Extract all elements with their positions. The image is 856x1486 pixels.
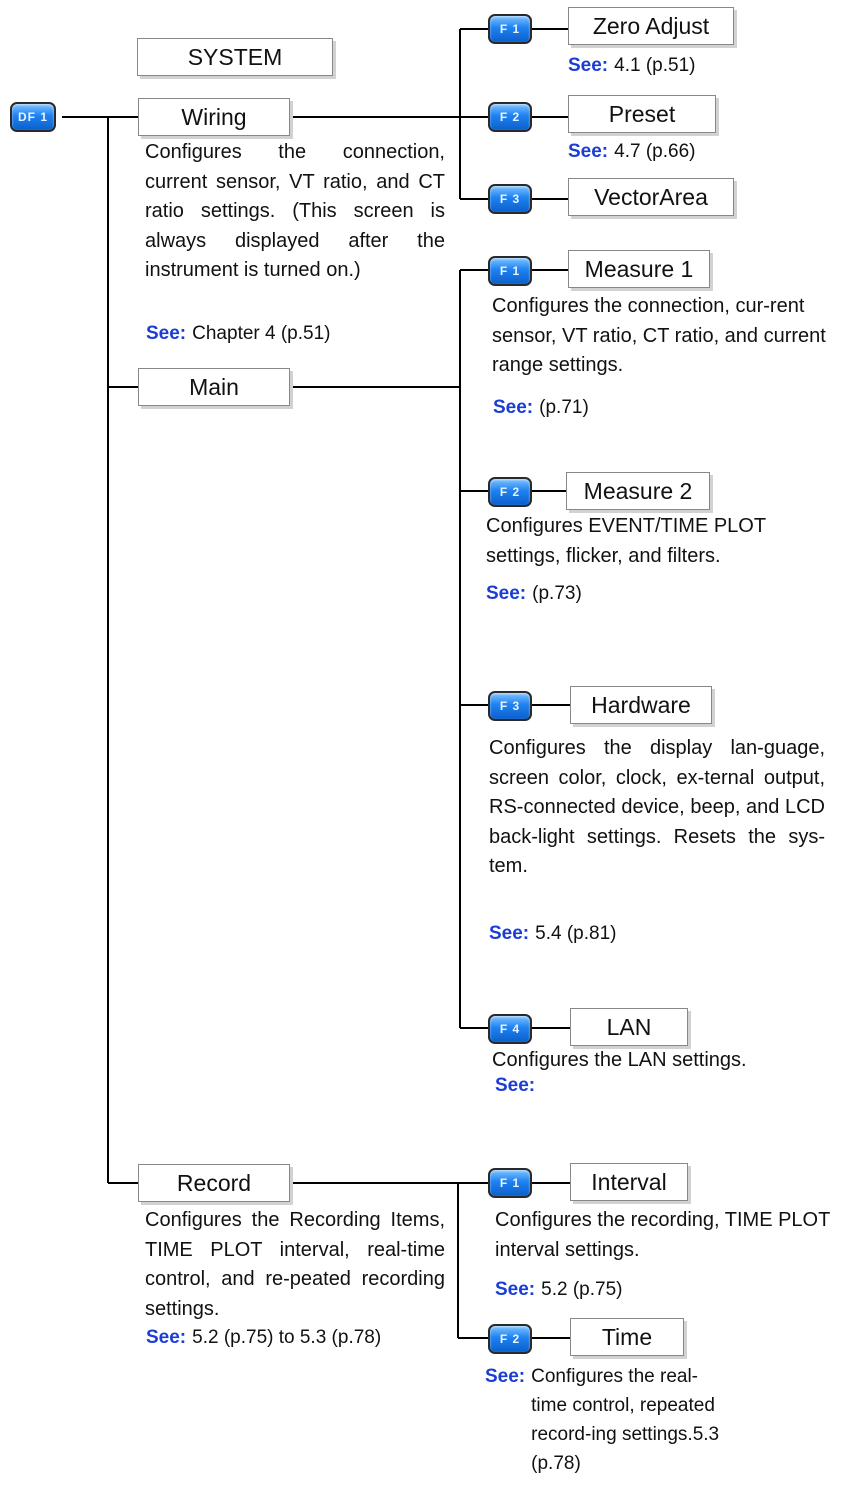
record-description: Configures the Recording Items, TIME PLO…: [145, 1209, 445, 1320]
time-see-ref: Configures the real-time control, repeat…: [531, 1366, 720, 1474]
f2-key-icon[interactable]: F 2: [488, 1324, 532, 1354]
df1-key-icon[interactable]: DF 1: [10, 102, 56, 132]
preset-see-ref: 4.7 (p.66): [614, 141, 696, 162]
wiring-see-ref: Chapter 4 (p.51): [192, 323, 331, 344]
hardware-box: Hardware: [570, 686, 712, 724]
f4-key-icon[interactable]: F 4: [488, 1014, 532, 1044]
lan-see: See:: [495, 1074, 541, 1098]
see-label: See:: [568, 141, 609, 162]
interval-box: Interval: [570, 1163, 688, 1201]
see-label: See:: [486, 583, 527, 604]
measure1-box: Measure 1: [568, 250, 710, 288]
record-box: Record: [138, 1164, 290, 1202]
see-label: See:: [568, 55, 609, 76]
measure2-see: See:(p.73): [486, 582, 582, 606]
lan-box: LAN: [570, 1008, 688, 1046]
zero-adjust-box: Zero Adjust: [568, 7, 734, 45]
see-label: See:: [495, 1075, 536, 1096]
lan-description: Configures the LAN settings.: [492, 1049, 747, 1071]
f1-key-icon[interactable]: F 1: [488, 1168, 532, 1198]
measure2-description: Configures EVENT/TIME PLOT settings, fli…: [486, 515, 766, 567]
measure2-see-ref: (p.73): [532, 583, 582, 604]
f2-key-icon[interactable]: F 2: [488, 477, 532, 507]
measure2-box: Measure 2: [566, 472, 710, 510]
wiring-see: See:Chapter 4 (p.51): [146, 322, 331, 346]
zero-adjust-see: See:4.1 (p.51): [568, 54, 695, 78]
system-title-box: SYSTEM: [137, 38, 333, 76]
see-label: See:: [485, 1366, 526, 1387]
see-label: See:: [489, 923, 530, 944]
measure1-description: Configures the connection, cur-rent sens…: [492, 295, 826, 376]
hardware-see-ref: 5.4 (p.81): [535, 923, 617, 944]
record-see: See:5.2 (p.75) to 5.3 (p.78): [146, 1326, 381, 1350]
preset-box: Preset: [568, 95, 716, 133]
main-box: Main: [138, 368, 290, 406]
preset-see: See:4.7 (p.66): [568, 140, 695, 164]
time-box: Time: [570, 1318, 684, 1356]
see-label: See:: [146, 323, 187, 344]
record-see-ref: 5.2 (p.75) to 5.3 (p.78): [192, 1327, 382, 1348]
f3-key-icon[interactable]: F 3: [488, 691, 532, 721]
zero-adjust-see-ref: 4.1 (p.51): [614, 55, 696, 76]
interval-see-ref: 5.2 (p.75): [541, 1279, 623, 1300]
wiring-box: Wiring: [138, 98, 290, 136]
interval-see: See:5.2 (p.75): [495, 1278, 622, 1302]
see-label: See:: [495, 1279, 536, 1300]
wiring-description: Configures the connection, current senso…: [145, 141, 445, 281]
see-label: See:: [493, 397, 534, 418]
time-see: See: Configures the real-time control, r…: [485, 1362, 731, 1478]
interval-description: Configures the recording, TIME PLOT inte…: [495, 1209, 830, 1261]
measure1-see: See:(p.71): [493, 396, 589, 420]
hardware-see: See:5.4 (p.81): [489, 922, 616, 946]
f1-key-icon[interactable]: F 1: [488, 14, 532, 44]
f3-key-icon[interactable]: F 3: [488, 184, 532, 214]
vector-area-box: VectorArea: [568, 178, 734, 216]
f1-key-icon[interactable]: F 1: [488, 256, 532, 286]
measure1-see-ref: (p.71): [539, 397, 589, 418]
f2-key-icon[interactable]: F 2: [488, 102, 532, 132]
hardware-description: Configures the display lan-guage, screen…: [489, 737, 825, 877]
see-label: See:: [146, 1327, 187, 1348]
